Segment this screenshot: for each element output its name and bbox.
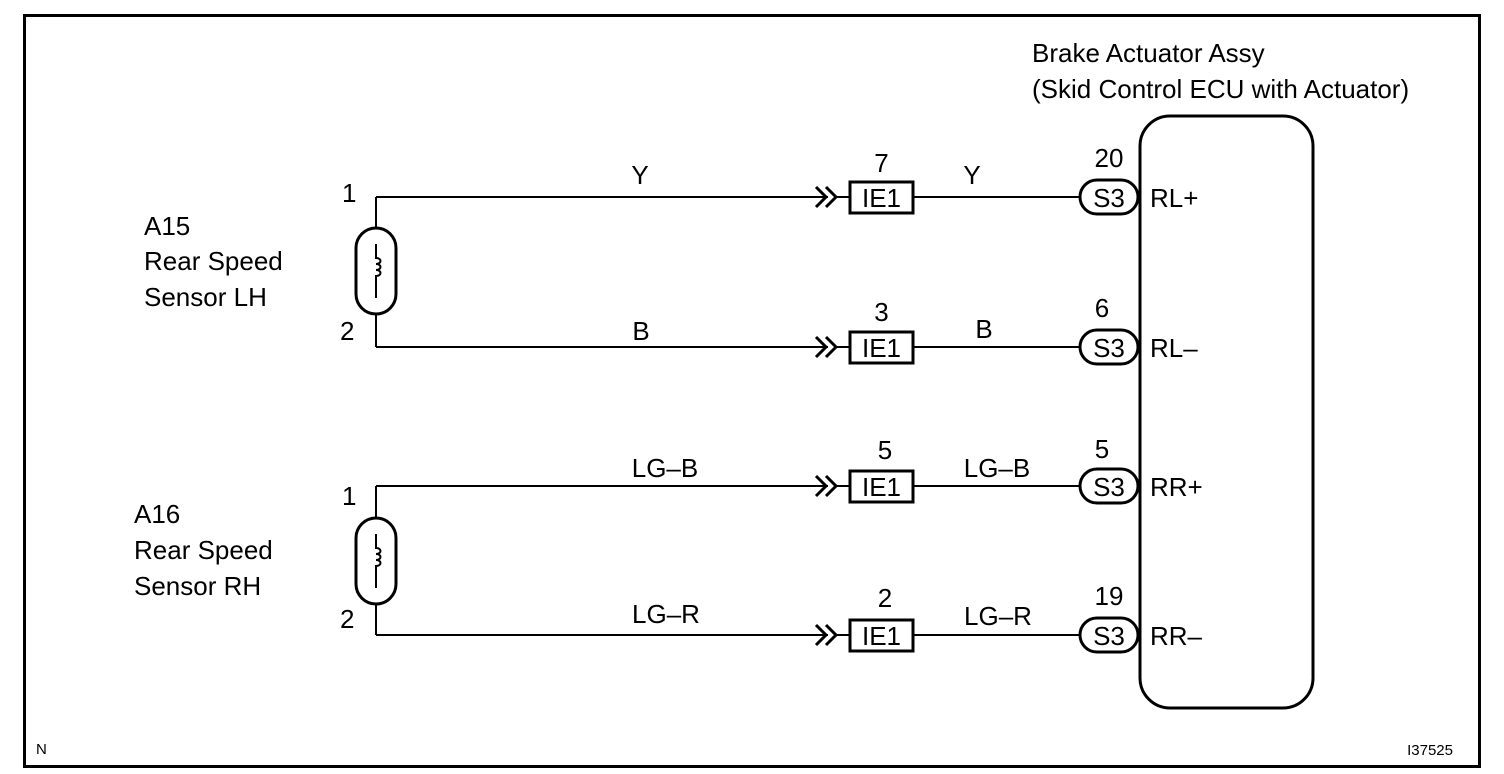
connector-s3-box	[1078, 178, 1140, 216]
connector-ie1-pin: 3	[874, 297, 888, 327]
coil-icon	[375, 244, 382, 298]
connector-ie1-label: IE1	[862, 472, 901, 502]
wire-rl-minus: IE1 3 B B S3 6 RL–	[376, 293, 1198, 366]
wire-color-right: LG–R	[964, 601, 1032, 631]
wire-rl-plus: IE1 7 Y Y S3 20 RL+	[376, 143, 1198, 216]
wire-rr-minus: IE1 2 LG–R LG–R S3 19 RR–	[376, 581, 1203, 654]
wire-color-right: B	[975, 314, 992, 344]
sensor-lh: A15 Rear Speed Sensor LH 1 2	[144, 178, 398, 347]
ecu-terminal-label: RR–	[1150, 621, 1203, 651]
wire-color-left: LG–B	[632, 453, 699, 483]
connector-ie1-pin: 5	[878, 435, 892, 465]
ecu-box	[1138, 114, 1315, 710]
sensor-rh-name-line1: Rear Speed	[134, 535, 273, 565]
ecu-pin-number: 6	[1095, 293, 1109, 323]
connector-ie1-pin: 2	[878, 583, 892, 613]
connector-ie1-box	[848, 330, 915, 365]
wire-color-left: LG–R	[632, 599, 700, 629]
ecu-terminal-label: RL+	[1150, 183, 1198, 213]
double-chevron-icon	[814, 474, 829, 498]
ecu-pin-number: 5	[1095, 434, 1109, 464]
sensor-rh: A16 Rear Speed Sensor RH 1 2	[134, 481, 398, 635]
ecu-terminal-label: RR+	[1150, 472, 1203, 502]
ecu-terminal-label: RL–	[1150, 333, 1198, 363]
connector-ie1-pin: 7	[874, 148, 888, 178]
connector-s3-box	[1078, 616, 1140, 654]
connector-s3-label: S3	[1093, 183, 1125, 213]
connector-ie1-label: IE1	[862, 183, 901, 213]
double-chevron-icon	[814, 335, 829, 359]
sensor-lh-name-line2: Sensor LH	[144, 282, 267, 312]
connector-s3-label: S3	[1093, 621, 1125, 651]
connector-s3-box	[1078, 328, 1140, 366]
double-chevron-icon	[814, 623, 829, 647]
wire-color-left: B	[632, 316, 649, 346]
wire-color-left: Y	[631, 160, 648, 190]
connector-s3-box	[1078, 467, 1140, 505]
ecu-title-line1: Brake Actuator Assy	[1032, 38, 1265, 68]
sensor-lh-pin-top: 1	[342, 178, 356, 208]
sensor-lh-pin-bottom: 2	[340, 316, 354, 346]
connector-ie1-label: IE1	[862, 621, 901, 651]
wire-color-right: LG–B	[964, 453, 1031, 483]
wire-color-right: Y	[963, 160, 980, 190]
ecu-title-line2: (Skid Control ECU with Actuator)	[1032, 74, 1409, 104]
sensor-rh-pin-bottom: 2	[340, 604, 354, 634]
connector-s3-label: S3	[1093, 333, 1125, 363]
double-chevron-icon	[814, 185, 829, 209]
connector-ie1-label: IE1	[862, 333, 901, 363]
ecu-pin-number: 19	[1095, 581, 1124, 611]
coil-icon	[375, 534, 382, 588]
diagram-frame	[23, 14, 1481, 768]
sensor-rh-name-line2: Sensor RH	[134, 571, 261, 601]
ecu-pin-number: 20	[1095, 143, 1124, 173]
connector-s3-label: S3	[1093, 472, 1125, 502]
sensor-rh-pin-top: 1	[342, 481, 356, 511]
sensor-rh-code: A16	[134, 499, 180, 529]
sensor-lh-name-line1: Rear Speed	[144, 246, 283, 276]
footer-right: I37525	[1407, 742, 1453, 759]
wire-rr-plus: IE1 5 LG–B LG–B S3 5 RR+	[376, 434, 1203, 505]
connector-ie1-box	[848, 618, 915, 653]
sensor-lh-code: A15	[144, 211, 190, 241]
footer-left: N	[36, 741, 47, 758]
